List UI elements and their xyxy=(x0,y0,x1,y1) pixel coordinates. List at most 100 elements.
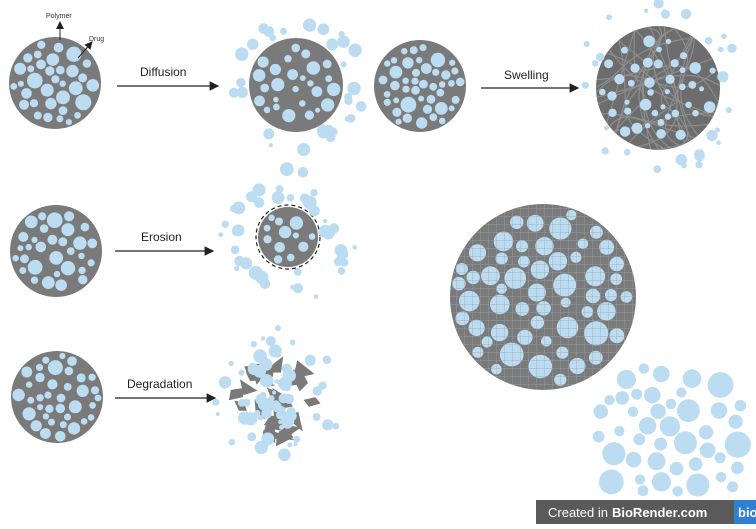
drug-particle xyxy=(94,394,102,402)
drug-particle xyxy=(12,388,25,402)
drug-particle xyxy=(47,360,63,376)
drug-particle xyxy=(660,104,666,110)
drug-particle xyxy=(299,75,306,81)
drug-particle xyxy=(721,33,727,40)
drug-particle xyxy=(253,197,265,208)
drug-particle xyxy=(419,44,427,52)
drug-particle xyxy=(268,143,273,148)
drug-particle xyxy=(283,383,292,392)
drug-particle xyxy=(601,147,609,155)
drug-particle xyxy=(287,442,293,448)
drug-particle xyxy=(326,38,339,51)
drug-particle xyxy=(621,46,628,54)
drug-particle xyxy=(337,267,346,275)
diffusion-label: Diffusion xyxy=(140,65,186,79)
drug-particle xyxy=(46,53,60,66)
degradation-result xyxy=(212,325,340,462)
drug-particle xyxy=(395,118,402,125)
polymer-fragment xyxy=(292,360,315,379)
drug-particle xyxy=(352,245,358,250)
drug-particle xyxy=(55,279,67,292)
drug-particle xyxy=(257,56,269,68)
drug-particle xyxy=(664,113,672,120)
drug-particle xyxy=(87,259,95,267)
swelling-result xyxy=(581,0,737,174)
drug-particle xyxy=(265,336,276,347)
matrix-initial-degradation xyxy=(11,351,103,443)
drug-particle xyxy=(624,99,630,105)
drug-particle xyxy=(355,101,367,112)
drug-particle xyxy=(312,386,322,396)
drug-particle xyxy=(273,96,279,103)
drug-particle xyxy=(30,276,39,284)
drug-particle xyxy=(695,160,703,169)
drug-particle xyxy=(307,80,314,87)
drug-particle xyxy=(250,341,257,348)
drug-particle xyxy=(78,252,85,260)
drug-particle xyxy=(12,255,19,262)
drug-particle xyxy=(653,0,664,9)
biorender-watermark: Created in BioRender.com bio xyxy=(536,500,756,524)
drug-particle xyxy=(698,425,714,440)
drug-particle xyxy=(675,129,686,140)
drug-particle xyxy=(347,81,361,96)
swelling-label: Swelling xyxy=(504,68,549,82)
drug-particle xyxy=(293,268,302,276)
drug-particle xyxy=(606,14,612,21)
drug-particle xyxy=(90,386,100,395)
drug-particle xyxy=(275,325,281,332)
drug-particle xyxy=(19,99,29,110)
drug-particles xyxy=(228,18,367,156)
drug-particle xyxy=(268,214,275,221)
drug-particle xyxy=(731,461,744,475)
drug-particle xyxy=(273,255,283,264)
drug-particle xyxy=(420,63,432,74)
drug-particle xyxy=(679,67,686,74)
diffusion-result xyxy=(228,18,367,156)
drug-particle xyxy=(55,431,66,442)
drug-particle xyxy=(715,127,720,133)
drug-particle xyxy=(614,426,625,437)
erosion-result xyxy=(218,162,358,299)
drug-particle xyxy=(311,86,323,97)
drug-particle xyxy=(308,233,316,240)
drug-particles xyxy=(218,162,358,299)
drug-particle xyxy=(286,253,295,262)
drug-particle xyxy=(33,50,42,59)
drug-particle xyxy=(45,97,57,110)
drug-particle xyxy=(68,81,83,96)
drug-particle xyxy=(53,270,61,278)
drug-particle xyxy=(283,415,295,427)
drug-particle xyxy=(42,356,50,364)
drug-particle xyxy=(647,452,666,471)
drug-particle xyxy=(53,42,64,53)
drug-particle xyxy=(317,126,330,139)
large-crosslinked-matrix xyxy=(450,204,636,390)
drug-particle xyxy=(402,77,409,85)
drug-particle xyxy=(653,365,670,383)
drug-particle xyxy=(248,265,263,280)
drug-particle xyxy=(87,414,95,421)
drug-particle xyxy=(61,223,75,237)
drug-particle xyxy=(58,106,68,115)
drug-particle xyxy=(280,394,287,401)
polymer-fragment xyxy=(272,356,284,373)
drug-particle xyxy=(66,46,82,62)
drug-particle xyxy=(599,88,606,96)
drug-particle xyxy=(45,66,55,76)
drug-particle xyxy=(657,119,665,126)
drug-particle xyxy=(378,75,388,85)
drug-particle xyxy=(23,53,33,63)
drug-particle xyxy=(400,96,417,113)
drug-particle xyxy=(297,167,309,178)
drug-particle xyxy=(46,212,63,228)
drug-particle xyxy=(74,112,81,119)
drug-particle xyxy=(31,236,38,243)
drug-particle xyxy=(327,82,341,97)
drug-particle xyxy=(247,38,259,50)
polymer-fragment xyxy=(273,431,297,440)
drug-particle xyxy=(263,106,271,114)
drug-particle xyxy=(644,77,655,88)
drug-particle xyxy=(312,413,321,421)
